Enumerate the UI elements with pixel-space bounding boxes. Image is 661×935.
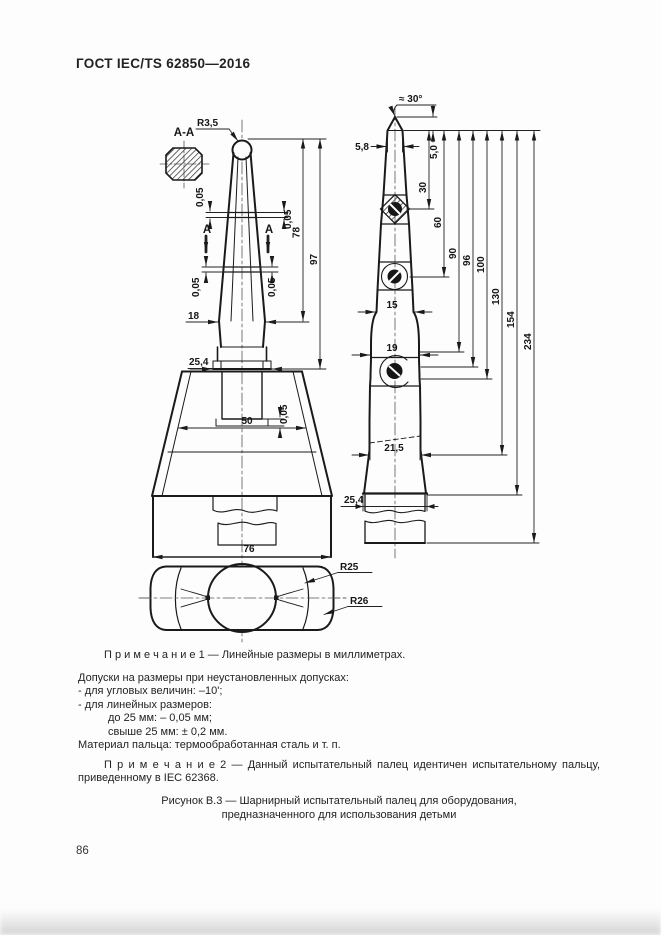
tolerance-angular: - для угловых величин: –10'; (78, 685, 223, 697)
side-joints (379, 193, 411, 389)
note-2: П р и м е ч а н и е 2 — Данный испытател… (78, 758, 600, 785)
front-guard-outline (151, 370, 333, 497)
dim-handle-radius-top: R25 (340, 562, 359, 573)
dim-length-100: 100 (476, 256, 487, 273)
dim-tip-width: 5,8 (355, 142, 369, 153)
dim-gap-stem: 0,05 (279, 404, 290, 424)
dim-length-234: 234 (523, 333, 534, 350)
front-handle-outline (138, 495, 347, 633)
tolerance-linear: - для линейных размеров: (78, 698, 212, 711)
dim-tip-radius: R3,5 (197, 118, 219, 129)
front-dimensions (152, 128, 383, 615)
figure-caption: Рисунок В.3 — Шарнирный испытательный па… (78, 794, 600, 822)
dim-handle-width: 76 (243, 544, 255, 555)
dim-gap-upper-left: 0,05 (195, 187, 206, 207)
dim-width-knuckle: 19 (386, 343, 398, 354)
cut-label-right: A (265, 224, 273, 236)
side-finger-outline (361, 116, 429, 544)
dim-cone-base-width: 18 (188, 311, 200, 322)
front-view: A-A R3,5 0,05 0,05 0,05 0,05 0,05 A A 18… (138, 118, 383, 643)
tolerance-title: Допуски на размеры при неустановленных д… (78, 671, 349, 684)
notes-block: П р и м е ч а н и е 1 — Линейные размеры… (78, 649, 600, 822)
dim-base-width: 25,4 (344, 495, 364, 506)
tolerance-over25: свыше 25 мм: ± 0,2 мм. (108, 725, 228, 738)
figure-caption-line2: предназначенного для использования детьм… (221, 808, 457, 821)
front-finger-outline (212, 139, 272, 370)
dim-width-upper: 15 (386, 300, 398, 311)
dim-length-to-collar: 97 (309, 253, 320, 265)
note-1: П р и м е ч а н и е 1 — Линейные размеры… (104, 649, 406, 661)
dim-length-60: 60 (433, 216, 444, 228)
standard-header: ГОСТ IEC/TS 62850—2016 (76, 56, 251, 71)
dim-length-30: 30 (418, 181, 429, 193)
scan-artifact (0, 909, 661, 935)
cut-label-left: A (203, 224, 211, 236)
section-aa-label: A-A (174, 127, 194, 139)
dim-guard-inner-width: 50 (241, 416, 253, 427)
dim-width-lower: 21,5 (384, 443, 404, 454)
dim-gap-lower-right: 0,05 (267, 277, 278, 297)
dim-handle-radius-bottom: R26 (350, 596, 369, 607)
dim-length-96: 96 (462, 254, 473, 266)
page-number: 86 (76, 845, 89, 857)
material-note: Материал пальца: термообработанная сталь… (78, 739, 341, 751)
dim-length-130: 130 (491, 288, 502, 305)
dim-tip-cone-height: 5,0 (429, 145, 440, 159)
dim-collar-width: 25,4 (189, 357, 209, 368)
dim-gap-lower-left: 0,05 (191, 277, 202, 297)
figure-caption-line1: Рисунок В.3 — Шарнирный испытательный па… (161, 794, 517, 807)
side-view: ≈ 30° 5,8 5,0 30 60 90 96 100 130 154 23… (340, 94, 541, 559)
tolerance-to25: до 25 мм: – 0,05 мм; (108, 712, 212, 724)
section-aa-view (159, 140, 210, 189)
dim-length-154: 154 (506, 311, 517, 328)
dim-length-90: 90 (448, 247, 459, 259)
dim-gap-upper-right: 0,05 (283, 209, 294, 229)
side-dimensions (340, 104, 541, 544)
dim-tip-angle: ≈ 30° (399, 94, 422, 105)
dim-finger-length: 78 (292, 226, 303, 238)
